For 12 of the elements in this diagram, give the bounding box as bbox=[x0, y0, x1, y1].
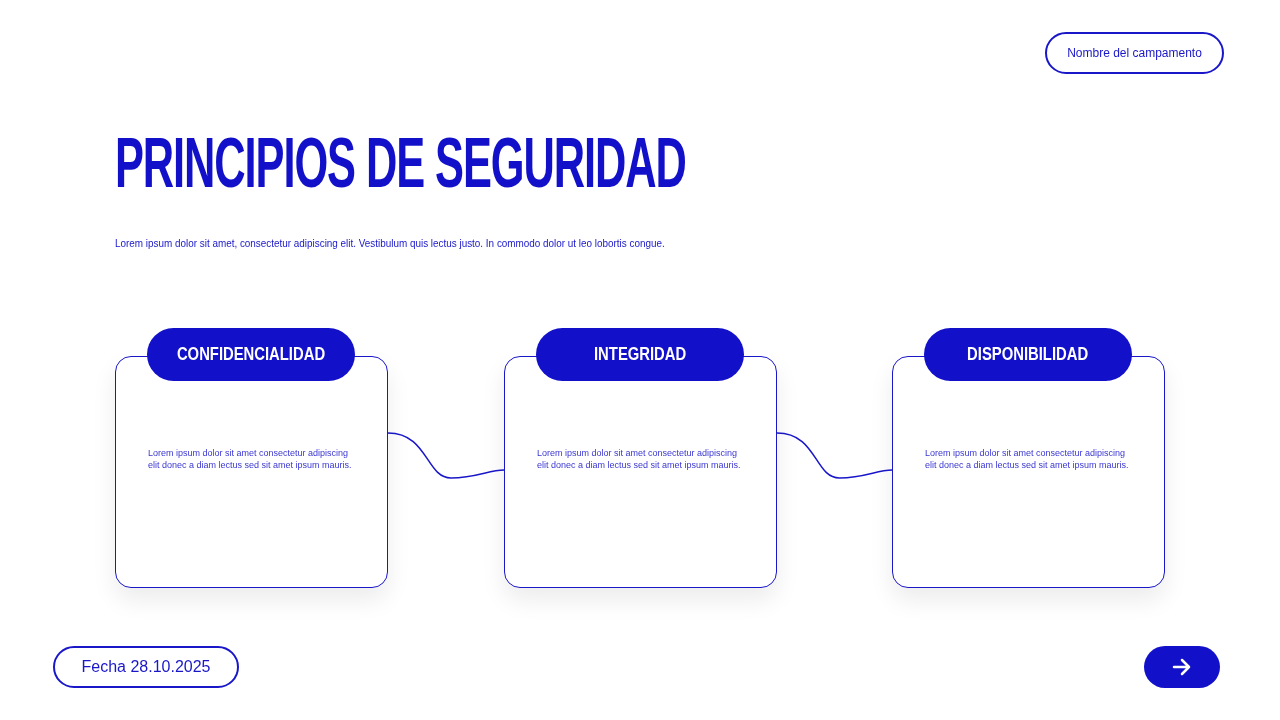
pill-label: Nombre del campamento bbox=[1045, 32, 1224, 74]
card-text: Lorem ipsum dolor sit amet consectetur adipiscing elit donec a diam lectus sed sit amet ipsum mauris. bbox=[925, 447, 1130, 471]
heading-pill: CONFIDENCIALIDAD bbox=[147, 328, 355, 381]
subtitle: Lorem ipsum dolor sit amet, consectetur adipiscing elit. Vestibulum quis lectus justo. In commodo dolor ut leo lobortis congue. bbox=[115, 236, 665, 251]
card-text: Lorem ipsum dolor sit amet consectetur adipiscing elit donec a diam lectus sed sit amet ipsum mauris. bbox=[148, 447, 353, 471]
heading-pill: INTEGRIDAD bbox=[536, 328, 744, 381]
heading-pill: DISPONIBILIDAD bbox=[924, 328, 1132, 381]
connector-line bbox=[776, 432, 893, 479]
card-text: Lorem ipsum dolor sit amet consectetur adipiscing elit donec a diam lectus sed sit amet ipsum mauris. bbox=[537, 447, 742, 471]
date-label: Fecha 28.10.2025 bbox=[53, 646, 239, 688]
title: PRINCIPIOS DE SEGURIDAD bbox=[115, 128, 686, 198]
connector-line bbox=[387, 432, 505, 479]
